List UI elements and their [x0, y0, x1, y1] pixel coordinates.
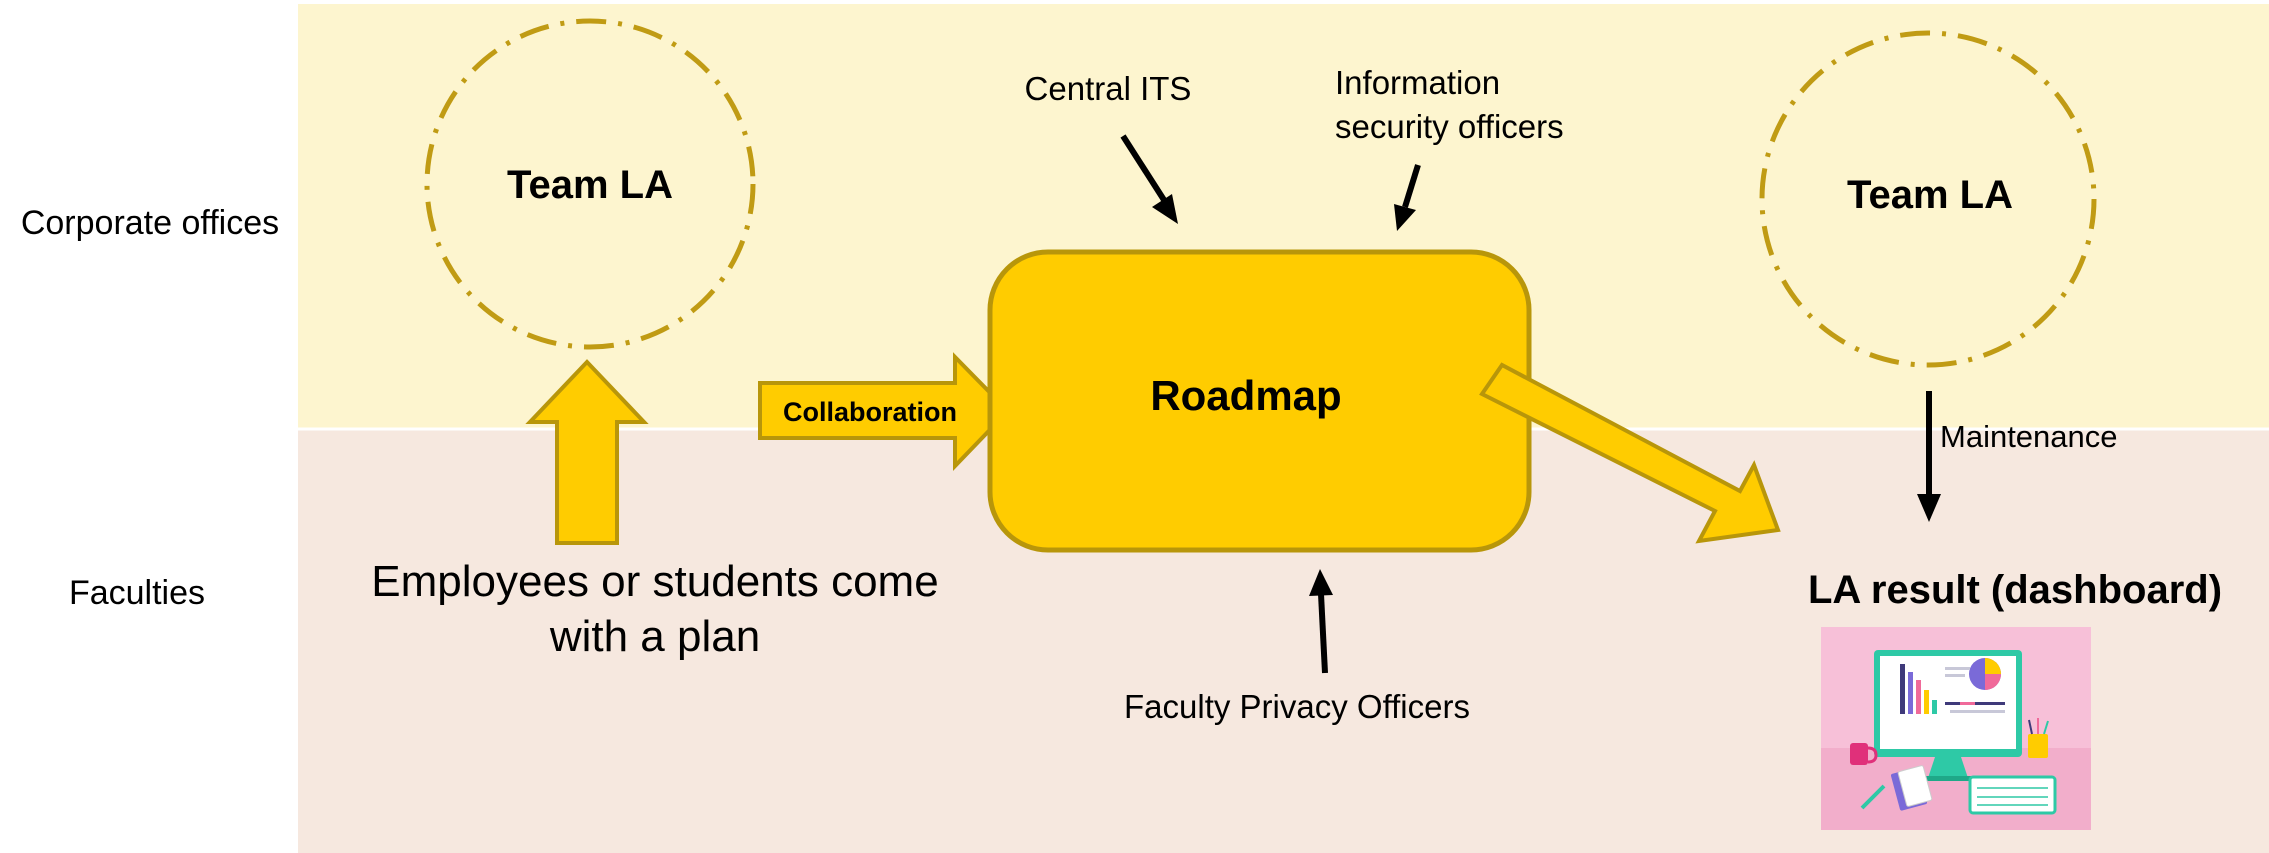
central-its-arrow — [1120, 134, 1178, 224]
maintenance-arrow — [1917, 391, 1941, 522]
roadmap-node: Roadmap — [987, 249, 1532, 553]
employees-text-line2: with a plan — [549, 612, 760, 661]
dashboard-illustration-icon — [1821, 627, 2091, 830]
roadmap-label: Roadmap — [1150, 372, 1341, 419]
info-security-label-line2: security officers — [1335, 108, 1564, 145]
plan-up-arrow — [525, 359, 649, 545]
central-its-label: Central ITS — [1025, 70, 1192, 107]
result-label: LA result (dashboard) — [1808, 568, 2222, 612]
team-la-right-node: Team LA — [1759, 30, 2097, 368]
employees-text-line1: Employees or students come — [371, 557, 938, 606]
team-la-left-label: Team LA — [507, 163, 673, 207]
lane-label-corporate: Corporate offices — [21, 204, 279, 242]
team-la-left-node: Team LA — [424, 18, 756, 350]
info-security-label-line1: Information — [1335, 64, 1500, 101]
team-la-right-label: Team LA — [1847, 173, 2013, 217]
privacy-officers-arrow — [1309, 569, 1333, 674]
collaboration-label: Collaboration — [783, 397, 957, 427]
result-diagonal-arrow — [1479, 362, 1781, 544]
privacy-officers-label: Faculty Privacy Officers — [1124, 688, 1470, 725]
maintenance-label: Maintenance — [1940, 419, 2118, 454]
collaboration-arrow: Collaboration — [758, 352, 1011, 471]
info-security-arrow — [1394, 164, 1421, 231]
lane-label-faculties: Faculties — [69, 574, 205, 612]
